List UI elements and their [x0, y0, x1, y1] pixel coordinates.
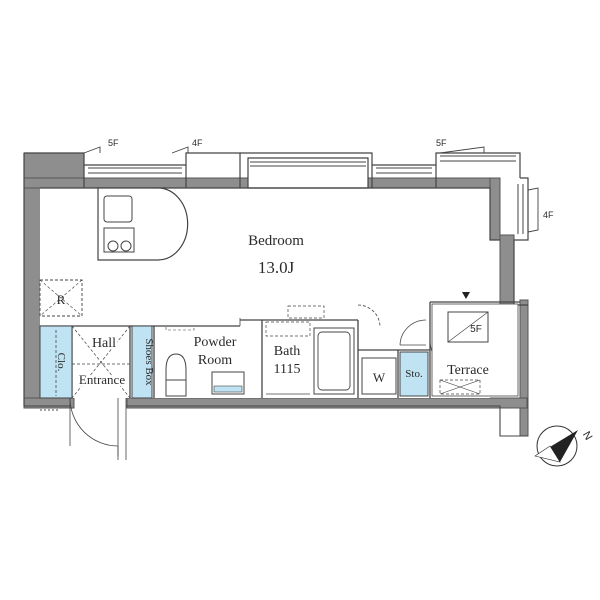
closet: Clo.	[39, 325, 73, 399]
bedroom-label: Bedroom	[248, 233, 304, 249]
powder-room: Powder Room	[165, 325, 245, 397]
refrigerator-label: R	[57, 292, 66, 307]
refrigerator-space: R	[39, 279, 83, 317]
washer-label: W	[373, 370, 386, 385]
window-label-top-mid: 4F	[192, 138, 203, 148]
window-label-top-right: 5F	[436, 138, 447, 148]
compass-north-label: N	[580, 430, 594, 443]
sink-icon	[103, 195, 133, 223]
entrance-label: Entrance	[79, 372, 125, 387]
shoes-box-label: Shoes Box	[143, 338, 155, 386]
bath-size: 1115	[274, 362, 301, 377]
windows	[88, 155, 524, 234]
window-swings	[83, 146, 539, 233]
terrace: 5F Terrace	[431, 292, 519, 397]
bath-label: Bath	[274, 344, 300, 359]
terrace-label: Terrace	[447, 363, 489, 378]
window-label-right: 4F	[543, 210, 554, 220]
bedroom-area: 13.0J	[258, 258, 295, 277]
window-label-top-left: 5F	[108, 138, 119, 148]
hall-entrance: Hall Entrance	[71, 325, 131, 399]
shoes-box: Shoes Box	[131, 325, 155, 399]
arrow-down-icon	[462, 292, 470, 299]
closet-label: Clo.	[55, 353, 67, 372]
kitchen-counter	[97, 187, 189, 261]
washer-space: W	[361, 357, 397, 395]
hall-label: Hall	[92, 336, 116, 351]
compass: N	[534, 425, 594, 467]
powder-room-label-2: Room	[198, 353, 232, 368]
bathroom: Bath 1115	[265, 305, 355, 395]
window-labels: 5F 4F 5F 4F	[108, 138, 554, 220]
stove-burner-icon	[120, 240, 132, 252]
storage-label: Sto.	[405, 368, 423, 380]
meter-box-label: 5F	[470, 324, 482, 335]
stove-burner-icon	[107, 240, 119, 252]
bottom-wall	[24, 405, 528, 437]
storage: Sto.	[399, 351, 429, 397]
powder-room-label-1: Powder	[194, 335, 237, 350]
